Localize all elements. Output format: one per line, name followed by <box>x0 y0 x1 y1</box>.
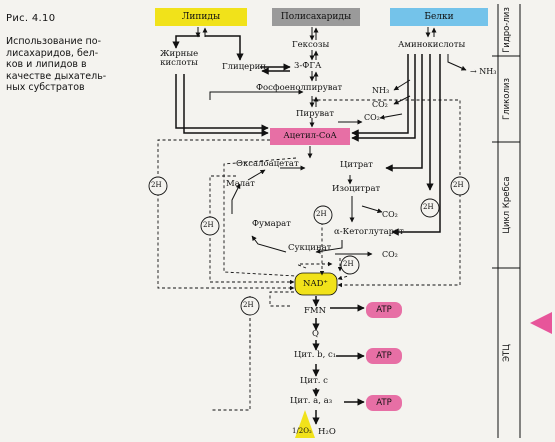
glycolysis-arrows <box>195 27 437 128</box>
h2-circle-2 <box>200 216 220 236</box>
section-krebs: Цикл Кребса <box>502 176 512 234</box>
figure-caption: Использование по- лисахаридов, бел- ков … <box>6 36 124 94</box>
section-etc: ЭТЦ <box>502 344 512 362</box>
h2-circle-3 <box>313 205 333 225</box>
label-co2-3: CO₂ <box>382 210 398 219</box>
caption-line: ков и липидов в <box>6 59 87 71</box>
krebs-arrows <box>231 146 383 257</box>
section-hydrolysis: Гидро-лиз <box>502 7 512 53</box>
lipids-box <box>155 8 247 26</box>
page-marker-triangle <box>530 312 552 334</box>
figure-number: Рис. 4.10 <box>6 13 56 24</box>
node-pep: Фосфоенолпируват <box>256 83 343 93</box>
proteins-box <box>390 8 488 26</box>
label-nh3-right: → NH₃ <box>470 67 497 76</box>
node-hexoses: Гексозы <box>292 40 330 50</box>
section-glycolysis: Гликолиз <box>502 78 512 120</box>
node-3pga: 3-ФГА <box>294 61 322 71</box>
atp-label: ATP <box>376 398 392 408</box>
label-co2-2: CO₂ <box>364 113 380 122</box>
oxygen-triangle <box>295 410 315 438</box>
hydrogen-circles <box>148 176 470 316</box>
hydrogen-dashed-lines <box>157 99 461 411</box>
acetyl-coa-box <box>270 128 350 145</box>
node-citrate: Цитрат <box>340 160 373 170</box>
caption-line: лисахаридов, бел- <box>6 47 99 59</box>
node-cyt-a-a3: Цит. a, a₃ <box>290 396 333 406</box>
label-2h: 2H <box>453 181 464 189</box>
node-alpha-ketoglutarate: α-Кетоглутарат <box>334 227 404 237</box>
node-cyt-c: Цит. c <box>300 376 328 386</box>
etc-arrows <box>312 296 365 425</box>
protein-arrows <box>351 54 441 236</box>
node-fmn: FMN <box>304 306 327 316</box>
caption-line: ных субстратов <box>6 82 85 94</box>
node-pyruvate: Пируват <box>296 109 335 119</box>
protein-small-arrows <box>209 54 467 125</box>
node-amino-acids: Аминокислоты <box>398 40 466 50</box>
header-polysaccharides: Полисахариды <box>280 12 352 22</box>
atp-label: ATP <box>376 351 392 361</box>
atp-box-2 <box>366 348 402 364</box>
h2-circle-4 <box>340 255 360 275</box>
header-proteins: Белки <box>424 12 454 22</box>
caption-line: Использование по- <box>6 36 102 47</box>
label-co2-1: CO₂ <box>372 100 388 109</box>
polysaccharides-box <box>272 8 360 26</box>
label-2h: 2H <box>203 221 214 229</box>
h2-circle-5 <box>240 296 260 316</box>
node-isocitrate: Изоцитрат <box>332 184 381 194</box>
atp-box-1 <box>366 302 402 318</box>
label-2h: 2H <box>423 203 434 211</box>
label-2h: 2H <box>316 210 327 218</box>
frame-ticks <box>492 55 498 269</box>
node-water: H₂O <box>318 427 336 437</box>
h2-circle-7 <box>420 198 440 218</box>
node-cyt-b-c1: Цит. b, c₁ <box>294 350 337 360</box>
h2-circle-6 <box>450 176 470 196</box>
lipid-arrows <box>172 35 291 137</box>
node-succinate: Сукцинат <box>288 243 332 253</box>
label-2h: 2H <box>243 301 254 309</box>
node-fumarate: Фумарат <box>252 219 291 229</box>
caption-line: качестве дыхатель- <box>6 70 107 82</box>
section-frame <box>497 4 521 438</box>
atp-box-3 <box>366 395 402 411</box>
node-oxaloacetate: Оксалоацетат <box>236 159 299 169</box>
node-acetyl-coa: Ацетил-CoA <box>283 131 337 141</box>
h2-circle-1 <box>148 176 168 196</box>
node-q: Q <box>312 329 319 339</box>
label-half-o2: 1/2O₂ <box>292 427 312 435</box>
atp-label: ATP <box>376 305 392 315</box>
nad-box <box>294 272 338 296</box>
label-2h: 2H <box>151 181 162 189</box>
node-glycerol: Глицерин <box>222 62 266 72</box>
label-nh3-left: NH₃ <box>372 86 390 95</box>
header-lipids: Липиды <box>181 12 221 22</box>
node-malate: Малат <box>226 179 255 189</box>
node-nad: NAD⁺ <box>303 279 328 289</box>
label-2h: 2H <box>343 260 354 268</box>
label-co2-4: CO₂ <box>382 250 398 259</box>
